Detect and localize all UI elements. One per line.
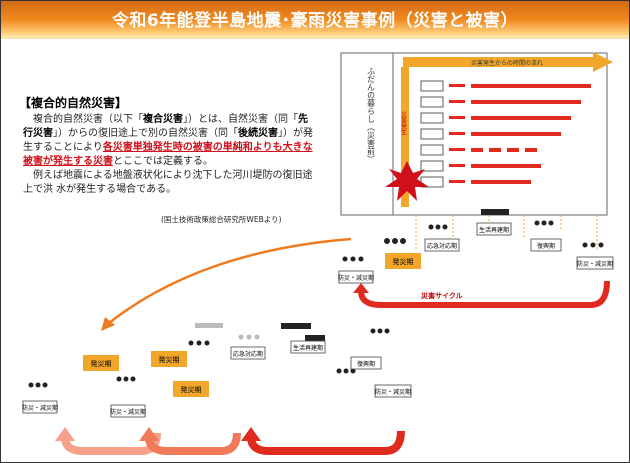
svg-text:応急対応期: 応急対応期 xyxy=(233,350,263,358)
cycle-arrow xyxy=(358,280,610,308)
phase-box: 復興期 xyxy=(530,238,562,252)
phase-box: 防災・減災期 xyxy=(374,384,412,398)
svg-text:発災期: 発災期 xyxy=(159,355,180,364)
people-icons xyxy=(28,323,390,388)
phase-box: 防災・減災期 xyxy=(338,270,374,284)
text-segment: 」）が発生することにより xyxy=(23,128,313,153)
link-arrow xyxy=(108,237,352,324)
source-note: (国土技術政策総合研究所WEBより) xyxy=(161,215,282,224)
daily-life-box xyxy=(340,52,394,216)
phase-box: 生活再建期 xyxy=(476,222,512,236)
link-arrowhead xyxy=(101,317,115,331)
phase-box: 生活再建期 xyxy=(290,340,326,354)
top-cycle: 発災期 応急対応期 生活再建期 復興期 防災・減災期 防災・減災期 災害サイクル xyxy=(338,209,614,308)
term-subsequent: 後続災害 xyxy=(238,128,278,139)
title-bar: 令和6年能登半島地震･豪雨災害事例（災害と被害） xyxy=(1,1,629,35)
phase-box: 発災期 xyxy=(83,355,119,371)
svg-text:生活再建期: 生活再建期 xyxy=(479,226,509,234)
svg-text:発災期: 発災期 xyxy=(181,385,202,394)
phase-box: 防災・減災期 xyxy=(22,400,58,414)
faded-people-icons xyxy=(195,323,260,340)
impact-row xyxy=(420,112,571,124)
phase-box: 発災期 xyxy=(385,253,421,269)
explosion-icon xyxy=(385,161,429,201)
phase-box: 応急対応期 xyxy=(424,238,460,252)
svg-text:防災・減災期: 防災・減災期 xyxy=(375,388,411,396)
impact-row xyxy=(420,128,561,140)
svg-text:復興期: 復興期 xyxy=(357,360,375,368)
phase-box: 発災期 xyxy=(173,381,209,397)
impact-rows xyxy=(420,80,591,188)
people-icons xyxy=(342,209,604,262)
svg-text:防災・減災期: 防災・減災期 xyxy=(110,408,146,416)
cycle-arrow xyxy=(247,430,405,455)
svg-text:応急対応期: 応急対応期 xyxy=(427,242,457,250)
highlighted-definition: 各災害単独発生時の被害の単純和よりも大きな被害が発生する災害 xyxy=(23,142,313,167)
phase-box: 発災期 xyxy=(151,351,187,367)
cycle-arrowhead xyxy=(353,283,369,293)
cycle-arrow-faded xyxy=(61,432,161,455)
svg-text:防災・減災期: 防災・減災期 xyxy=(577,260,613,268)
text-segment: 」）とは、自然災害（同「 xyxy=(183,114,298,125)
phase-box: 応急対応期 xyxy=(230,346,266,360)
page-title: 令和6年能登半島地震･豪雨災害事例（災害と被害） xyxy=(111,10,519,31)
cycle-arrowhead xyxy=(139,427,159,441)
svg-text:復興期: 復興期 xyxy=(537,242,555,250)
cycle-arrowhead xyxy=(55,427,75,441)
disaster-onset-bar xyxy=(401,67,409,207)
svg-text:発災期: 発災期 xyxy=(91,359,112,368)
timeline-label: 災害発生からの時間の流れ xyxy=(471,59,543,67)
text-segment: 」）からの復旧途上で別の自然災害（同「 xyxy=(53,128,238,139)
cycle-arrowhead xyxy=(241,427,261,441)
cycle-label: 災害サイクル xyxy=(420,291,463,300)
phase-box: 復興期 xyxy=(350,356,382,370)
text-segment: とここでは定義する。 xyxy=(113,156,213,167)
daily-life-label: ふだんの暮らし（災害前） xyxy=(367,67,376,163)
disaster-occurs-label: 災害発生 xyxy=(400,111,407,135)
svg-text:防災・減災期: 防災・減災期 xyxy=(22,404,58,412)
svg-text:生活再建期: 生活再建期 xyxy=(293,344,323,352)
impact-row xyxy=(420,144,537,156)
impact-row xyxy=(420,80,591,92)
title-underline xyxy=(1,35,629,39)
phase-box: 防災・減災期 xyxy=(110,404,146,418)
text-segment: 複合的自然災害（以下「 xyxy=(33,114,143,125)
example-paragraph: 例えば地震による地盤液状化により沈下した河川堤防の復旧途上で洪 水が発生する場合… xyxy=(23,170,313,195)
definition-text: 複合的自然災害（以下「複合災害」）とは、自然災害（同「先行災害」）からの復旧途上… xyxy=(23,113,313,197)
definition-paragraph: 複合的自然災害（以下「複合災害」）とは、自然災害（同「先行災害」）からの復旧途上… xyxy=(23,113,313,169)
impact-row xyxy=(420,160,541,172)
term-compound: 複合災害 xyxy=(143,114,183,125)
impact-row xyxy=(420,96,581,108)
term-preceding: 先行災害 xyxy=(23,114,308,139)
bottom-cycles: 発災期 発災期 発災期 応急対応期 生活再建期 復興期 防災・減災期 防災・減災… xyxy=(22,323,412,455)
svg-text:発災期: 発災期 xyxy=(393,257,414,266)
timeline-arrowhead xyxy=(593,52,613,72)
svg-text:防災・減災期: 防災・減災期 xyxy=(338,274,374,282)
timeline-bar xyxy=(403,57,593,67)
phase-box: 防災・減災期 xyxy=(576,256,614,270)
section-heading: 【複合的自然災害】 xyxy=(19,96,128,110)
cycle-arrow-mid xyxy=(145,432,241,455)
